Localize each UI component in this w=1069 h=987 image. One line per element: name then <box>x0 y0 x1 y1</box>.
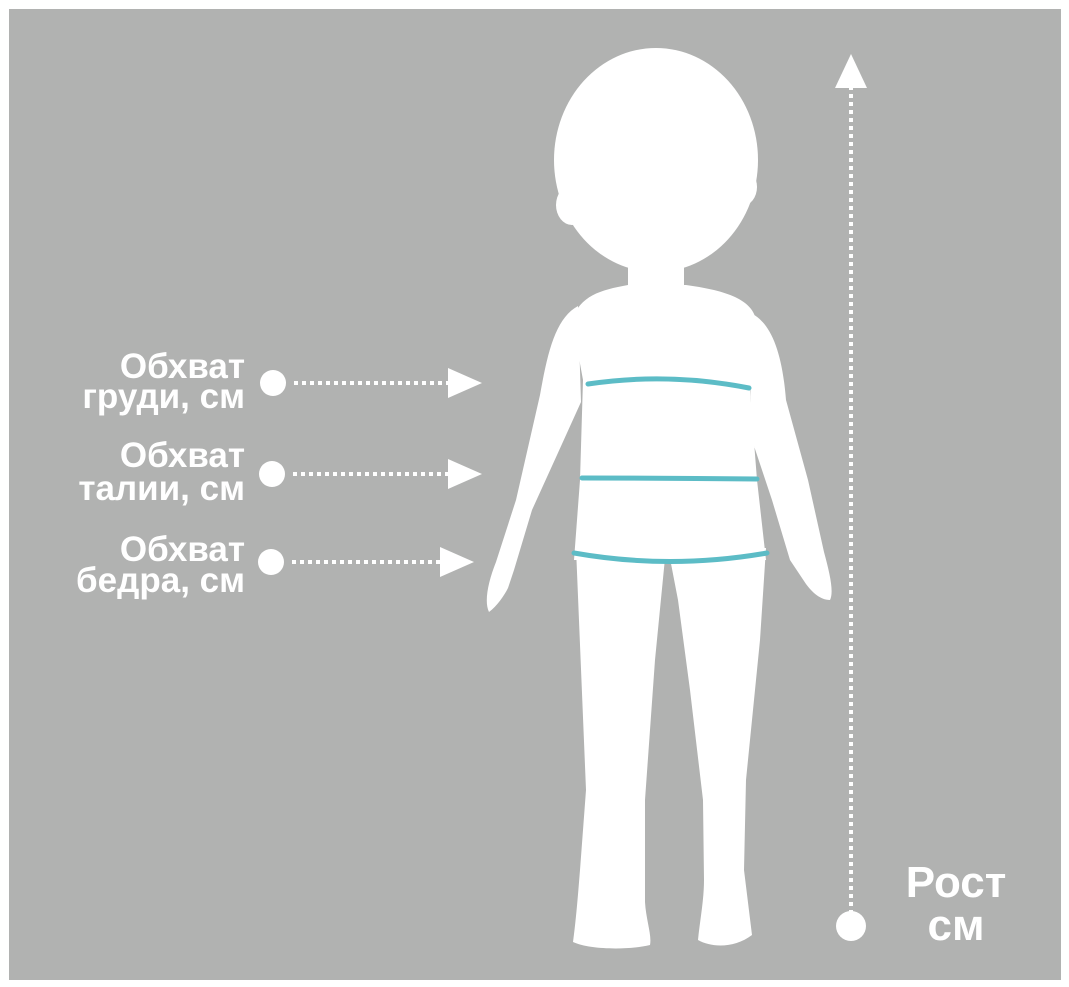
right-ear <box>727 168 757 206</box>
chest-label-line2: груди, см <box>82 377 245 416</box>
size-chart-diagram: Обхват груди, см Обхват талии, см Обхват… <box>9 9 1061 980</box>
waist-label-line2: талии, см <box>78 469 245 508</box>
waist-pointer-dot <box>259 461 285 487</box>
height-label-line2: см <box>927 901 984 950</box>
left-ear <box>556 185 588 225</box>
head <box>554 48 758 272</box>
hip-label-line2: бедра, см <box>76 561 245 600</box>
waist-measure-line <box>582 478 757 479</box>
height-label-line1: Рост <box>906 858 1007 907</box>
height-dot <box>836 911 866 941</box>
torso <box>572 285 766 560</box>
chest-pointer-dot <box>260 370 286 396</box>
hip-pointer-dot <box>258 549 284 575</box>
